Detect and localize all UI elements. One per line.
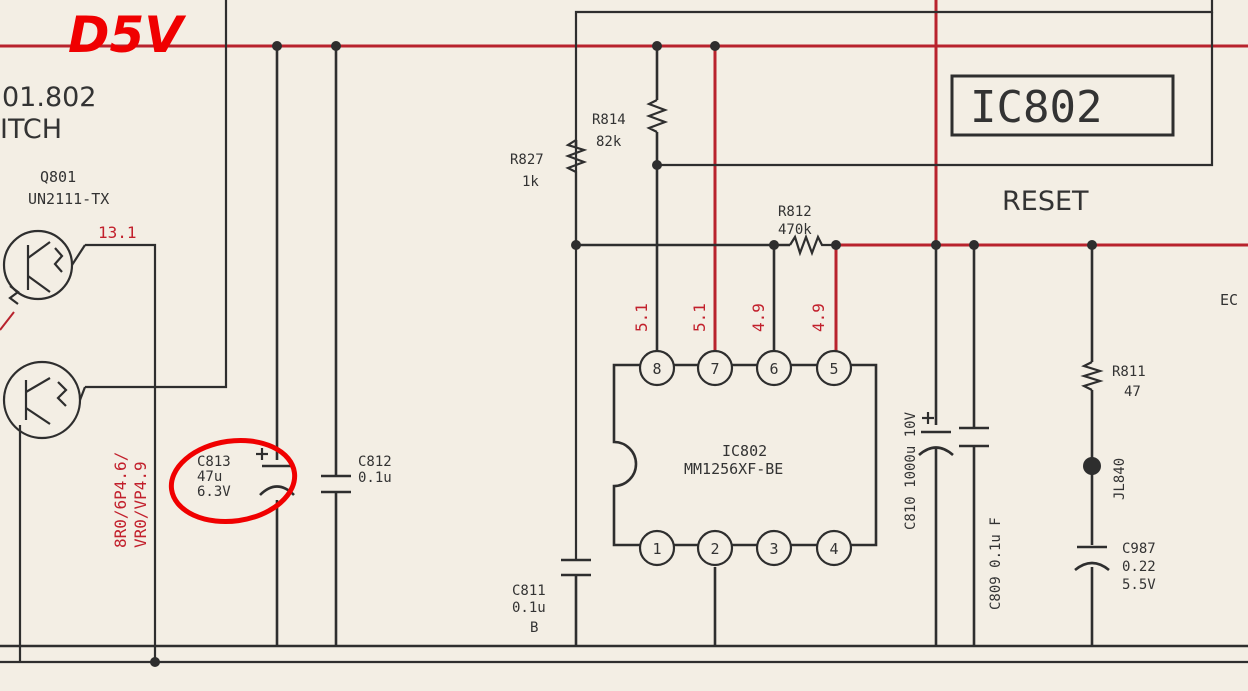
pin5-voltage: 4.9 — [809, 303, 828, 332]
handwritten-d5v-label: D5V — [68, 6, 186, 64]
capacitor-c987 — [1074, 545, 1110, 572]
pin8-label: 8 — [652, 360, 661, 378]
annotation-circle — [168, 437, 298, 525]
capacitor-c809 — [959, 426, 989, 448]
c811-value: 0.1u — [512, 600, 546, 616]
q801-ref: Q801 — [40, 168, 76, 186]
ic802-chip-part: MM1256XF-BE — [684, 460, 783, 478]
pin6-voltage: 4.9 — [749, 303, 768, 332]
c809-label: C809 0.1u F — [988, 517, 1004, 610]
pin2-label: 2 — [710, 540, 719, 558]
c987-rating: 5.5V — [1122, 577, 1156, 593]
capacitor-c812 — [321, 474, 351, 494]
pin6-label: 6 — [769, 360, 778, 378]
c811-type: B — [530, 620, 538, 636]
q801-voltage-side2: VR0/VP4.9 — [131, 461, 150, 548]
q801-part: UN2111-TX — [28, 190, 109, 208]
pin8-voltage: 5.1 — [632, 303, 651, 332]
transistor-q801-symbol — [0, 229, 87, 440]
pin7-voltage: 5.1 — [690, 303, 709, 332]
c812-value: 0.1u — [358, 470, 392, 486]
r827-ref: R827 — [510, 152, 544, 168]
pin7-label: 7 — [710, 360, 719, 378]
r814-ref: R814 — [592, 112, 626, 128]
r812-value: 470k — [778, 222, 812, 238]
pin3-label: 3 — [769, 540, 778, 558]
r812-ref: R812 — [778, 204, 812, 220]
r811-ref: R811 — [1112, 364, 1146, 380]
capacitor-c811 — [561, 558, 591, 577]
resistor-r812 — [789, 233, 836, 257]
c812-ref: C812 — [358, 454, 392, 470]
q801-voltage-top: 13.1 — [98, 223, 137, 242]
ic802-chip-ref: IC802 — [722, 442, 767, 460]
ic802-chip-body — [612, 363, 878, 547]
ground-and-signal-wires — [0, 0, 1248, 664]
capacitor-c810 — [918, 412, 954, 456]
c811-ref: C811 — [512, 583, 546, 599]
pin5-label: 5 — [829, 360, 838, 378]
c813-ref: C813 — [197, 454, 231, 470]
c813-rating: 6.3V — [197, 484, 231, 500]
c987-value: 0.22 — [1122, 559, 1156, 575]
ic802-pins — [638, 349, 853, 567]
q801-voltage-side1: 8R0/6P4.6/ — [111, 452, 130, 548]
jl840-ref: JL840 — [1112, 458, 1128, 500]
c813-value: 47u — [197, 469, 222, 485]
c987-ref: C987 — [1122, 541, 1156, 557]
r827-value: 1k — [522, 174, 539, 190]
pin4-label: 4 — [829, 540, 838, 558]
pin1-label: 1 — [652, 540, 661, 558]
left-title-line1: 01.802 — [2, 82, 96, 113]
resistor-r811 — [1080, 361, 1104, 391]
r814-value: 82k — [596, 134, 622, 150]
reset-label: RESET — [1002, 186, 1089, 217]
ic802-box-label: IC802 — [970, 82, 1102, 133]
ic802-label-box — [950, 74, 1175, 137]
power-rail-traces — [0, 0, 1248, 357]
r811-value: 47 — [1124, 384, 1141, 400]
junction-dots — [150, 41, 1101, 667]
edge-label: EC — [1220, 291, 1238, 309]
resistor-r827 — [564, 139, 588, 245]
c810-label: C810 1000u 10V — [903, 411, 919, 530]
left-title-line2: ITCH — [0, 114, 62, 145]
resistor-r814 — [645, 99, 669, 133]
